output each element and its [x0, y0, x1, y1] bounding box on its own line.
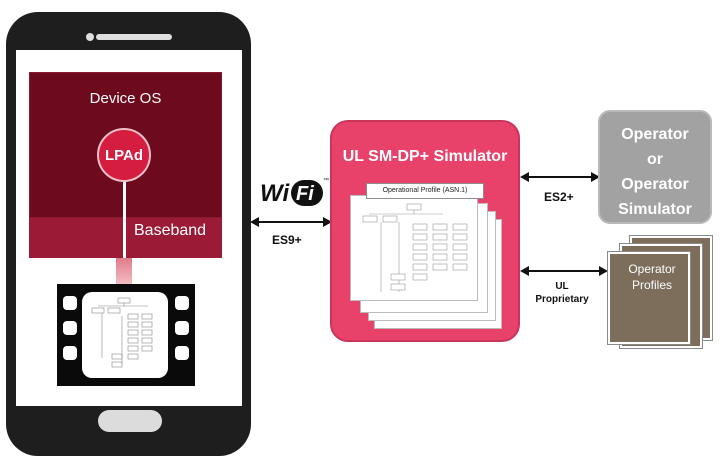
operator-label: Operator or Operator Simulator [598, 122, 712, 222]
sim-contact [175, 321, 189, 335]
home-button [98, 410, 162, 432]
operator-profile-front [608, 252, 690, 344]
operator-profiles-line: Profiles [631, 278, 672, 292]
sim-contact [63, 296, 77, 310]
operator-profiles-label: Operator Profiles [612, 261, 692, 293]
profile-doc-title: Operational Profile (ASN.1) [366, 183, 484, 199]
operator-label-line: Operator [621, 126, 689, 143]
device-os-label: Device OS [89, 90, 162, 107]
operator-label-line: or [647, 151, 663, 168]
camera-icon [86, 33, 94, 41]
es2-label: ES2+ [544, 190, 574, 204]
lpad-circle: LPAd [97, 128, 151, 182]
ul-proprietary-label: UL Proprietary [530, 280, 594, 306]
ul-proprietary-arrow [520, 266, 608, 276]
ul-proprietary-line: Proprietary [535, 294, 589, 305]
es2-arrow [520, 172, 600, 182]
sim-contact [63, 346, 77, 360]
operator-box [598, 110, 712, 224]
wifi-logo-wi: Wi [260, 180, 290, 207]
wifi-logo-fi: Fi [296, 183, 314, 205]
speaker-grille [96, 34, 172, 40]
sim-contact [63, 321, 77, 335]
es9-label: ES9+ [272, 233, 302, 247]
operator-label-line: Operator [621, 176, 689, 193]
wifi-trademark: ™ [323, 178, 329, 184]
asn1-tree-diagram [362, 203, 468, 292]
wifi-logo-badge [291, 180, 323, 206]
esim-link-glow [116, 258, 132, 286]
es9-arrow [250, 217, 332, 227]
ul-proprietary-line: UL [555, 281, 569, 292]
baseband-label: Baseband [134, 222, 207, 239]
sim-contact [175, 296, 189, 310]
esim-profile-tree [82, 292, 168, 378]
sm-dp-simulator-title: UL SM-DP+ Simulator [342, 148, 508, 165]
lpad-connector-line [123, 178, 126, 260]
operator-label-line: Simulator [618, 201, 692, 218]
sim-contact [175, 346, 189, 360]
lpad-label: LPAd [104, 146, 144, 164]
profile-doc-front [350, 195, 478, 301]
operator-profiles-line: Operator [628, 262, 676, 276]
mini-tree-diagram [91, 297, 153, 368]
